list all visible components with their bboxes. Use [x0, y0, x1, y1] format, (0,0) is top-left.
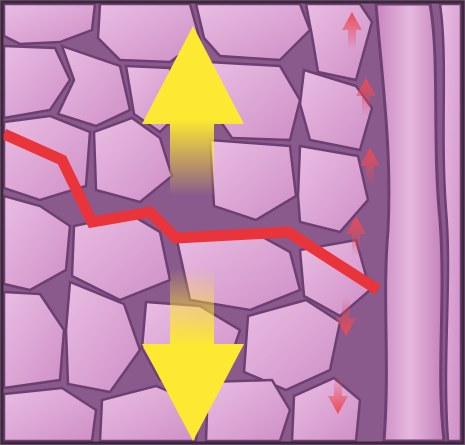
vertical-fiber — [376, 4, 461, 441]
